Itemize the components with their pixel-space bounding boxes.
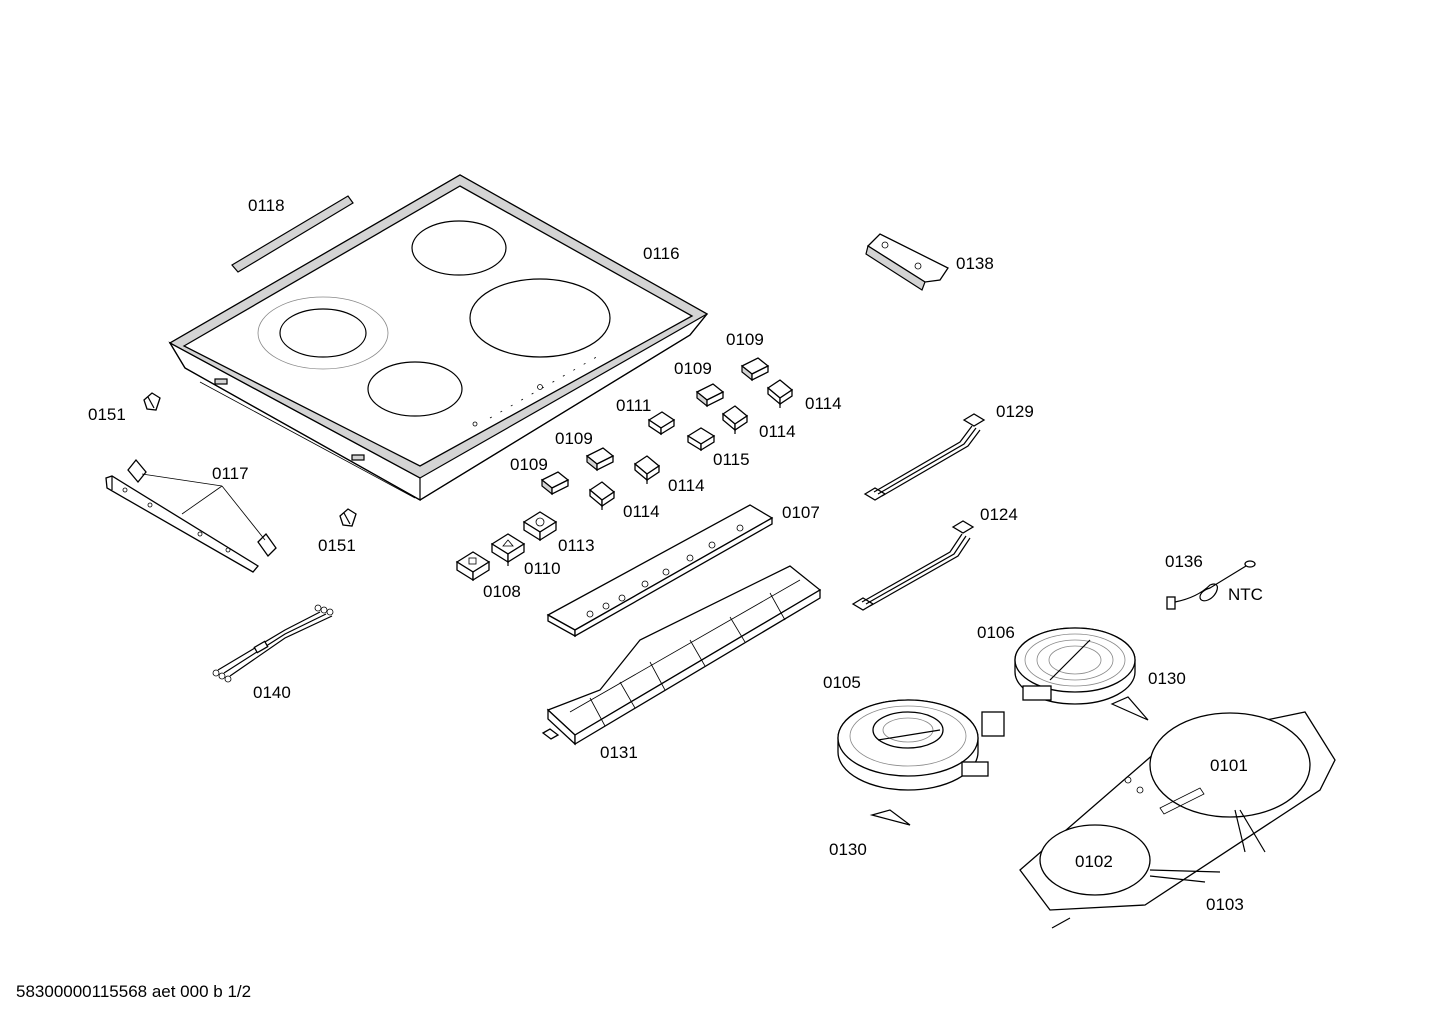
label-0109-d: 0109 <box>510 455 548 474</box>
part-0129-cable <box>863 413 986 501</box>
part-0114-cap-d <box>588 481 616 510</box>
label-0101: 0101 <box>1210 756 1248 775</box>
part-0111-cap <box>647 411 676 436</box>
part-0131-tray <box>541 565 822 746</box>
label-0109-c: 0109 <box>555 429 593 448</box>
label-0107: 0107 <box>782 503 820 522</box>
label-0115: 0115 <box>713 450 750 469</box>
label-0114-d: 0114 <box>623 502 660 521</box>
label-0109-b: 0109 <box>674 359 712 378</box>
part-0114-cap-c <box>633 455 661 484</box>
label-0124: 0124 <box>980 505 1018 524</box>
drawing-reference-footer: 58300000115568 aet 000 b 1/2 <box>16 982 252 1001</box>
label-0110: 0110 <box>524 559 561 578</box>
part-0151-clip-left <box>143 392 161 411</box>
part-0114-cap-b <box>721 405 749 434</box>
part-0130-clamp-a <box>1110 696 1149 721</box>
label-ntc: NTC <box>1228 585 1263 604</box>
label-0106: 0106 <box>977 623 1015 642</box>
label-0130-a: 0130 <box>1148 669 1186 688</box>
part-0101-0102-plate <box>1019 711 1336 929</box>
part-0118-strip <box>231 195 354 273</box>
part-0117-rail <box>105 458 277 573</box>
label-0151-b: 0151 <box>318 536 356 555</box>
part-0109-cap-b <box>695 383 725 408</box>
part-0113-cap <box>522 511 558 542</box>
label-0114-b: 0114 <box>759 422 796 441</box>
button-caps-group <box>455 357 794 582</box>
label-0130-b: 0130 <box>829 840 867 859</box>
part-0114-cap-a <box>766 379 794 408</box>
label-0109-a: 0109 <box>726 330 764 349</box>
part-0138-bracket <box>865 233 949 291</box>
label-0129: 0129 <box>996 402 1034 421</box>
label-0108: 0108 <box>483 582 521 601</box>
label-0151-a: 0151 <box>88 405 126 424</box>
part-0109-cap-d <box>540 471 570 496</box>
part-0109-cap-c <box>585 447 615 472</box>
label-0136: 0136 <box>1165 552 1203 571</box>
label-0111: 0111 <box>616 396 652 415</box>
part-0107-pcb <box>546 504 774 638</box>
part-0124-cable <box>851 520 975 611</box>
label-0114-c: 0114 <box>668 476 705 495</box>
part-0116-cooktop <box>168 174 709 502</box>
part-0110-cap <box>490 533 526 566</box>
label-0114-a: 0114 <box>805 394 842 413</box>
label-0117: 0117 <box>212 464 249 483</box>
part-0106-heater <box>1014 627 1136 705</box>
part-0140-harness <box>212 604 334 683</box>
label-0103: 0103 <box>1206 895 1244 914</box>
label-0118: 0118 <box>248 196 285 215</box>
part-0105-heater <box>837 699 1005 791</box>
part-0108-cap <box>455 551 491 582</box>
part-0136-ntc <box>1166 560 1256 610</box>
label-0113: 0113 <box>558 536 595 555</box>
part-0115-cap <box>686 427 716 452</box>
label-0131: 0131 <box>600 743 638 762</box>
label-0102: 0102 <box>1075 852 1113 871</box>
label-0138: 0138 <box>956 254 994 273</box>
label-0105: 0105 <box>823 673 861 692</box>
label-0140: 0140 <box>253 683 291 702</box>
part-0109-cap-a <box>740 357 770 382</box>
part-0130-clamp-b <box>869 809 911 826</box>
label-0116: 0116 <box>643 244 680 263</box>
part-0151-clip-right <box>339 508 357 527</box>
